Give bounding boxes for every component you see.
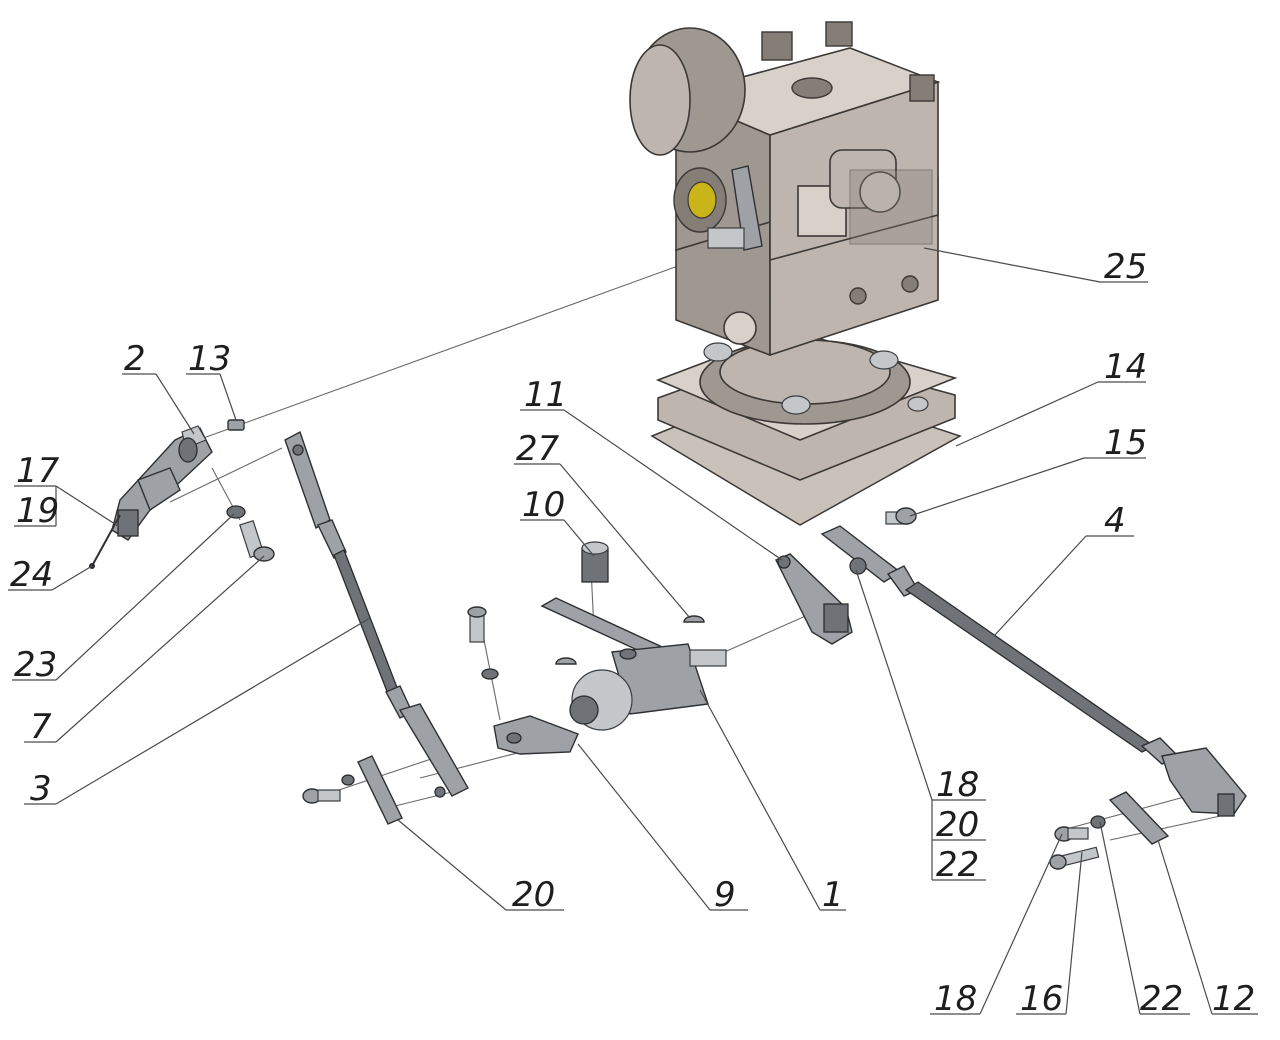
callout-1: 1: [822, 875, 844, 915]
callout-11: 11: [524, 375, 567, 415]
key-part-27-lower: [555, 657, 577, 665]
plate-part-12: [1108, 791, 1170, 845]
fork-lever-part-2: [111, 425, 213, 541]
callout-10: 10: [522, 485, 565, 525]
callout-24: 24: [10, 555, 53, 595]
callout-27: 27: [516, 429, 560, 469]
callout-25: 25: [1104, 247, 1147, 287]
callout-2: 2: [124, 339, 146, 379]
plate-part-20-left: [357, 755, 403, 825]
turnbuckle-rod-part-4: [820, 525, 1247, 817]
lever-part-11: [775, 553, 853, 645]
callout-9: 9: [714, 875, 736, 915]
callout-7: 7: [30, 707, 52, 747]
callout-19: 19: [16, 491, 59, 531]
bolt-part-15: [885, 507, 917, 525]
callout-13: 13: [188, 339, 231, 379]
callout-18-stack: 18: [936, 765, 979, 805]
fasteners-bottom-right: [1049, 815, 1106, 870]
turnbuckle-rod-part-3: [284, 430, 469, 798]
bolt-left-bottom: [302, 774, 355, 804]
leader-lines: [8, 247, 1258, 1015]
callout-labels: 25 14 15 4 11 27 10 2 13 17 19 24 23 7 3…: [10, 247, 1255, 1019]
callout-17: 17: [16, 451, 60, 491]
main-unit-housing: [629, 21, 962, 526]
bolt-part-7: [239, 519, 275, 562]
bushing-part-10: [581, 541, 609, 583]
callout-20-stack: 20: [936, 805, 979, 845]
assembly-axis-lines: [169, 257, 1226, 841]
callout-23: 23: [14, 645, 57, 685]
callout-14: 14: [1104, 347, 1147, 387]
washer-part-23: [226, 505, 246, 519]
callout-12: 12: [1212, 979, 1255, 1019]
callout-4: 4: [1104, 501, 1126, 541]
pin-part-24: [91, 514, 121, 567]
key-part-27-upper: [683, 615, 705, 623]
shaft-assembly-part-1: [540, 597, 727, 731]
callout-18-bottom: 18: [934, 979, 977, 1019]
key-part-13: [227, 419, 245, 431]
callout-22-bottom: 22: [1140, 979, 1183, 1019]
callout-15: 15: [1104, 423, 1147, 463]
callout-20-left: 20: [512, 875, 555, 915]
callout-3: 3: [30, 769, 52, 809]
clevis-part-9: [467, 606, 579, 755]
callout-16: 16: [1020, 979, 1063, 1019]
callout-22-stack: 22: [936, 845, 979, 885]
